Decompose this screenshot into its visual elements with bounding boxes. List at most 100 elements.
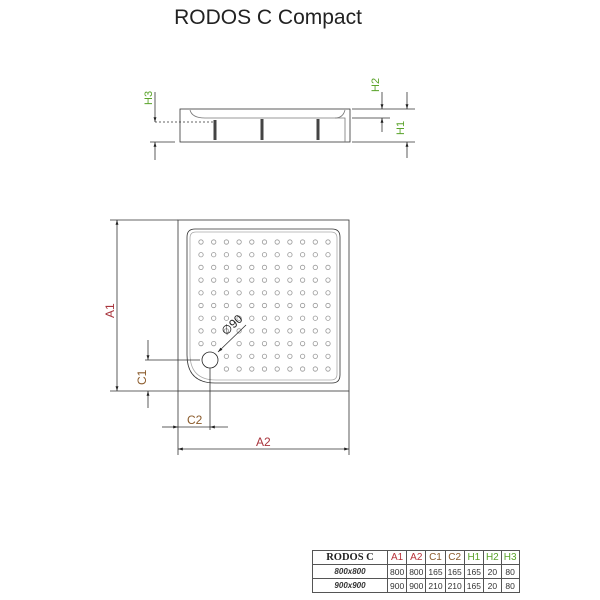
cell: 210 <box>425 578 446 593</box>
dot <box>325 328 331 334</box>
cell: 80 <box>500 578 520 593</box>
dot <box>211 328 217 334</box>
cell: 210 <box>444 578 465 593</box>
dot <box>299 366 306 372</box>
label-c2: C2 <box>187 413 203 427</box>
side-view <box>150 92 415 160</box>
dot <box>325 264 331 270</box>
cell: 165 <box>463 578 484 593</box>
dot <box>299 264 306 270</box>
dot <box>274 353 280 359</box>
dot <box>325 302 331 309</box>
dot <box>274 239 280 245</box>
dot <box>274 366 280 372</box>
dot <box>249 340 255 347</box>
dot <box>274 290 280 296</box>
dot <box>312 366 318 372</box>
dot <box>312 239 318 245</box>
dot <box>236 264 242 270</box>
dot <box>287 302 293 309</box>
dot <box>312 353 318 359</box>
dot <box>287 264 293 270</box>
table-header: RODOS C A1 A2 C1 C2 H1 H2 H3 <box>312 550 520 565</box>
dot <box>312 315 318 321</box>
dot <box>287 353 293 359</box>
dot <box>274 277 280 283</box>
header-h1: H1 <box>463 550 484 565</box>
dot <box>236 239 242 245</box>
dot <box>236 340 242 347</box>
header-a2: A2 <box>406 550 427 565</box>
dot <box>261 252 268 258</box>
header-a1: A1 <box>386 550 408 565</box>
dot <box>261 353 268 359</box>
table-row: 800x800 800 800 165 165 165 20 80 <box>312 564 520 579</box>
dot <box>287 315 293 321</box>
label-h2: H2 <box>370 78 382 92</box>
dot <box>261 302 268 309</box>
dot <box>261 315 268 321</box>
dot <box>299 328 306 334</box>
dot <box>261 239 268 245</box>
dot <box>223 277 229 283</box>
dot <box>198 252 204 258</box>
header-c2: C2 <box>444 550 465 565</box>
cell: 20 <box>482 564 502 579</box>
dot <box>249 264 255 270</box>
dot <box>211 302 217 309</box>
dot <box>249 302 255 309</box>
dot <box>274 252 280 258</box>
cell: 900 <box>406 578 427 593</box>
dot <box>236 302 242 309</box>
dot <box>261 340 268 347</box>
dot <box>249 277 255 283</box>
header-h3: H3 <box>500 550 520 565</box>
dot <box>249 328 255 334</box>
dot <box>249 290 255 296</box>
dot <box>299 290 306 296</box>
dot <box>198 239 204 245</box>
dot <box>223 366 229 372</box>
cell: 80 <box>500 564 520 579</box>
dot <box>299 252 306 258</box>
dot <box>211 264 217 270</box>
dimensions-table: RODOS C A1 A2 C1 C2 H1 H2 H3 800x800 800… <box>312 550 520 593</box>
dot <box>198 290 204 296</box>
dot <box>325 340 331 347</box>
dot <box>274 340 280 347</box>
dot <box>312 302 318 309</box>
dot <box>198 277 204 283</box>
dot <box>274 264 280 270</box>
dot <box>223 302 229 309</box>
dot <box>312 252 318 258</box>
label-c1: C1 <box>135 369 149 385</box>
dot <box>274 302 280 309</box>
cell-size: 900x900 <box>312 578 388 593</box>
dot <box>211 290 217 296</box>
dot <box>236 315 242 321</box>
dot <box>299 302 306 309</box>
cell: 165 <box>444 564 465 579</box>
dot <box>236 353 242 359</box>
dot <box>236 252 242 258</box>
dot <box>299 340 306 347</box>
dot <box>249 366 255 372</box>
dot <box>325 353 331 359</box>
header-h2: H2 <box>482 550 502 565</box>
dot <box>287 239 293 245</box>
dot <box>223 239 229 245</box>
dot <box>325 315 331 321</box>
dot <box>249 252 255 258</box>
dot <box>236 328 242 334</box>
dot <box>287 366 293 372</box>
dot <box>325 239 331 245</box>
dot <box>198 340 204 347</box>
label-h1: H1 <box>395 121 407 135</box>
dot <box>198 328 204 334</box>
cell: 900 <box>386 578 408 593</box>
anti-slip-dots <box>198 239 331 372</box>
dot <box>325 290 331 296</box>
dot <box>312 328 318 334</box>
dot <box>223 252 229 258</box>
dot <box>211 277 217 283</box>
